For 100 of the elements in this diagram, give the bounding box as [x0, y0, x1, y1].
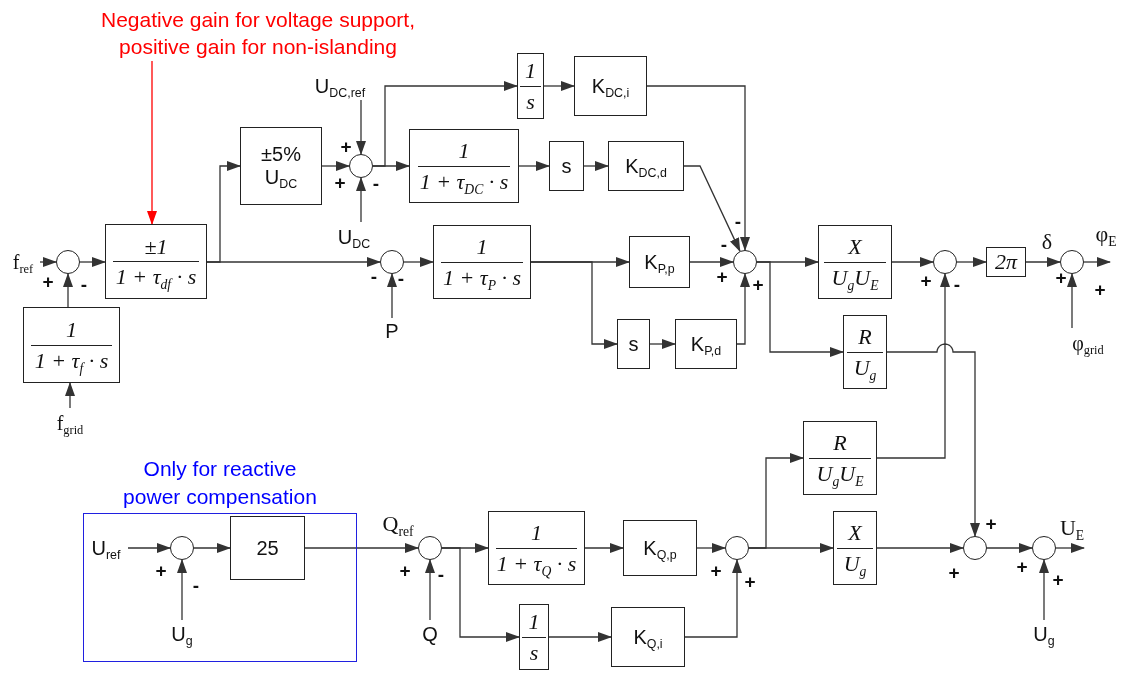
arrow — [1039, 559, 1049, 621]
arrow — [177, 559, 187, 621]
summing-junction — [380, 250, 404, 274]
sign-label: + — [155, 560, 167, 580]
numerator: 1 — [525, 58, 536, 84]
sign-label: - — [720, 234, 728, 254]
summing-junction — [1032, 536, 1056, 560]
edge-label: U$_{E}$ — [1059, 515, 1085, 541]
edge-label: Q$_{ref}$ — [382, 511, 414, 537]
transfer-function-block — [23, 307, 120, 383]
sign-label: + — [42, 271, 54, 291]
arrow — [387, 273, 397, 319]
arrow — [425, 559, 435, 621]
sign-label: - — [437, 564, 445, 584]
arrow — [321, 161, 350, 171]
transfer-function-block — [488, 511, 585, 585]
gain-block: K$_{DC,i}$ — [574, 56, 647, 116]
signal-label: P — [380, 318, 404, 344]
edge-label: δ — [1041, 229, 1053, 255]
denominator: s — [529, 639, 539, 665]
arrow — [876, 543, 964, 553]
arrow — [39, 257, 57, 267]
summing-junction — [733, 250, 757, 274]
arrow — [356, 177, 366, 223]
arrow — [683, 165, 741, 253]
denominator: 1 + τ$_{df}$ · s — [115, 264, 197, 290]
arrow — [304, 543, 419, 553]
summing-junction — [1060, 250, 1084, 274]
gain-block: K$_{P,p}$ — [629, 236, 690, 288]
sign-label: - — [372, 173, 380, 193]
summing-junction — [725, 536, 749, 560]
summing-junction — [170, 536, 194, 560]
arrow — [649, 339, 676, 349]
arrow — [876, 273, 950, 459]
numerator: ±1 — [144, 233, 168, 259]
arrow — [403, 257, 434, 267]
numerator: 1 — [528, 609, 540, 635]
arrow — [986, 543, 1033, 553]
leader-arrow — [147, 60, 157, 225]
summing-junction — [349, 154, 373, 178]
transfer-function-block — [517, 53, 544, 119]
sign-label: - — [953, 274, 961, 294]
transfer-function-block — [818, 225, 892, 299]
sign-label: + — [716, 266, 728, 286]
sign-label: + — [340, 136, 352, 156]
arrow — [748, 543, 834, 553]
numerator: X — [848, 234, 862, 260]
summing-junction — [56, 250, 80, 274]
gain-block: 25 — [230, 516, 305, 580]
sign-label: + — [334, 172, 346, 192]
arrow — [584, 543, 624, 553]
signal-label: U$_{DC,ref}$ — [303, 72, 377, 100]
transfer-function-block — [409, 129, 519, 203]
arrow — [543, 81, 575, 91]
sign-label: - — [734, 211, 742, 231]
arrow — [63, 273, 73, 308]
transfer-function-block: 2π — [986, 247, 1026, 277]
arrow — [193, 543, 231, 553]
sign-label: + — [399, 560, 411, 580]
arrow — [548, 632, 612, 642]
numerator: 1 — [458, 138, 470, 164]
signal-label: U$_{g}$ — [1029, 620, 1059, 648]
transfer-function-block — [433, 225, 531, 299]
arrow — [79, 257, 106, 267]
arrow — [65, 382, 75, 409]
sign-label: + — [752, 274, 764, 294]
gain-block: K$_{P,d}$ — [675, 319, 737, 369]
numerator: X — [848, 520, 862, 546]
signal-label: f$_{ref}$ — [6, 248, 40, 276]
arrow — [684, 559, 742, 638]
arrow — [530, 261, 618, 349]
summing-junction — [933, 250, 957, 274]
gain-block: ±5% U$_{DC}$ — [240, 127, 322, 205]
annotation-text: Negative gain for voltage support, positive gain for non-islanding — [88, 5, 428, 61]
arrow — [1083, 257, 1111, 267]
sign-label: + — [920, 270, 932, 290]
arrow — [372, 161, 410, 171]
signal-label: U$_{ref}$ — [84, 534, 128, 562]
sign-label: + — [1055, 267, 1067, 287]
signal-label: φ$_{grid}$ — [1058, 328, 1118, 358]
sign-label: + — [948, 562, 960, 582]
sign-label: - — [397, 268, 405, 288]
arrow — [956, 257, 987, 267]
denominator: 1 + τ$_{P}$ · s — [442, 264, 522, 290]
signal-label: U$_{DC}$ — [328, 222, 380, 252]
signal-label: f$_{grid}$ — [45, 408, 95, 438]
signal-label: Q — [417, 620, 443, 648]
transfer-function-block — [843, 315, 887, 389]
sign-label: + — [985, 513, 997, 533]
sign-label: - — [80, 274, 88, 294]
summing-junction — [418, 536, 442, 560]
arrow — [206, 257, 381, 267]
transfer-function-block — [105, 224, 207, 299]
arrow — [356, 99, 366, 155]
gain-block: s — [617, 319, 650, 369]
gain-block: K$_{Q,i}$ — [611, 607, 685, 667]
gain-block: K$_{Q,p}$ — [623, 520, 697, 576]
arrow — [891, 257, 934, 267]
numerator: 1 — [531, 520, 542, 546]
arrow — [1055, 543, 1085, 553]
